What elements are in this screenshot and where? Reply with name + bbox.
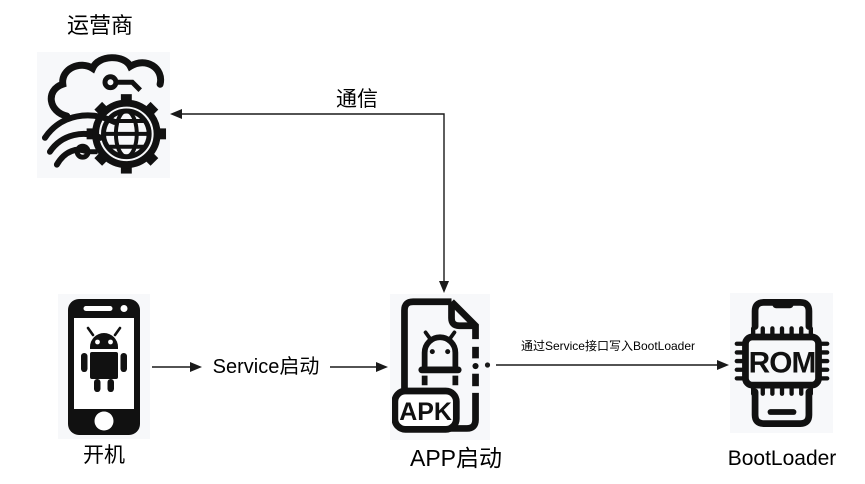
communication-arrow	[170, 109, 449, 293]
communication-edge-label: 通信	[336, 87, 378, 111]
write-bootloader-arrow	[484, 360, 729, 370]
cloud-gear-globe-signal-icon	[41, 54, 167, 174]
android-phone-icon	[68, 298, 140, 435]
apk-node-label: APP启动	[409, 445, 503, 471]
apk-badge-text: APK	[399, 398, 452, 426]
apk-node: APK	[390, 294, 490, 440]
phone-node-label: 开机	[83, 443, 125, 467]
phone-node	[58, 294, 150, 439]
rom-chip-phone-icon: ROM	[734, 299, 829, 427]
carrier-node-label: 运营商	[66, 13, 133, 38]
write-bootloader-edge-label: 通过Service接口写入BootLoader	[520, 339, 696, 353]
rom-node-label: BootLoader	[727, 447, 837, 470]
rom-chip-text: ROM	[748, 347, 815, 380]
service-start-edge-label: Service启动	[212, 356, 320, 378]
apk-file-icon: APK	[392, 298, 479, 433]
rom-node: ROM	[730, 293, 833, 433]
carrier-node	[37, 52, 170, 178]
